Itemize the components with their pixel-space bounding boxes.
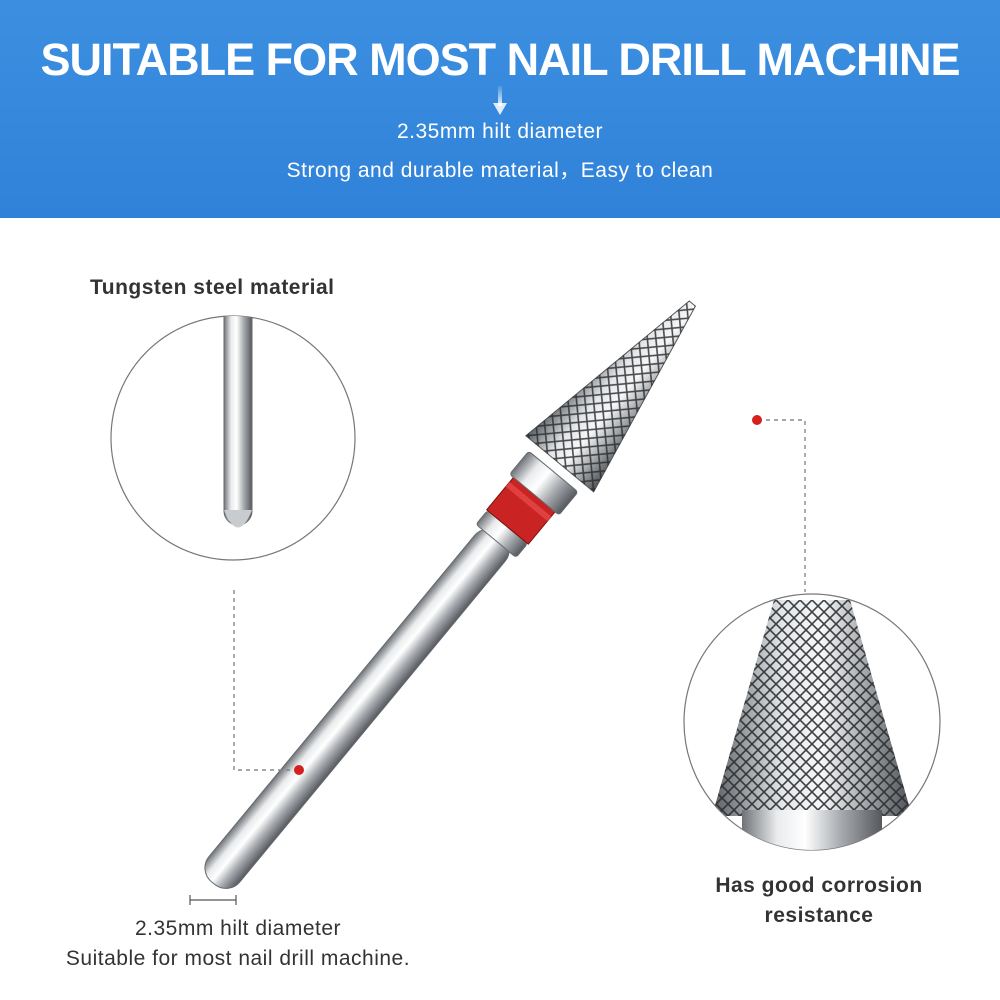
label-hilt-diameter: 2.35mm hilt diameter (134, 917, 342, 940)
banner-title: SUITABLE FOR MOST NAIL DRILL MACHINE (40, 34, 961, 85)
banner-hilt-diameter: 2.35mm hilt diameter (396, 120, 604, 143)
diameter-indicator (189, 895, 237, 905)
label-tungsten-material: Tungsten steel material (90, 276, 335, 299)
red-dot-marker (752, 415, 762, 425)
label-corrosion-line2: resistance (764, 904, 874, 927)
banner-material-text: Strong and durable material，Easy to clea… (286, 159, 714, 182)
leader-line-head (758, 419, 806, 592)
header-banner: SUITABLE FOR MOST NAIL DRILL MACHINE 2.3… (0, 0, 1000, 218)
leader-line-shank (233, 590, 298, 771)
red-dot-marker (294, 765, 304, 775)
drill-bit (204, 300, 697, 889)
down-arrow-icon (493, 86, 507, 115)
label-corrosion-line1: Has good corrosion (715, 874, 923, 897)
label-suitable-machine: Suitable for most nail drill machine. (65, 947, 411, 970)
